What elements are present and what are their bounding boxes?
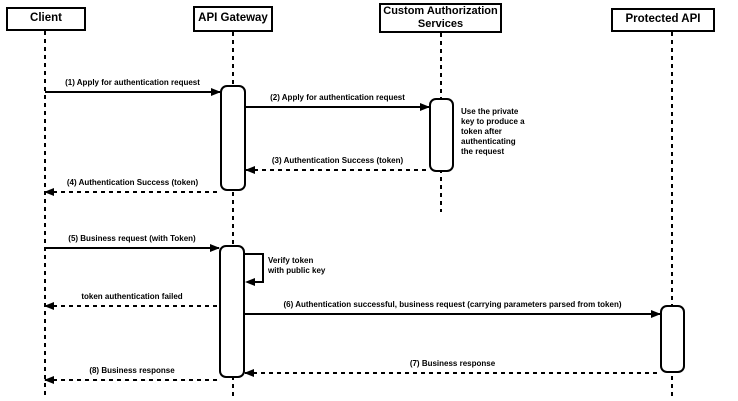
lifeline-api-gateway (232, 32, 234, 398)
message-token-auth-failed-label: token authentication failed (81, 292, 183, 301)
participant-protected-api: Protected API (611, 8, 715, 32)
message-2-line (246, 106, 429, 108)
message-5-label: (5) Business request (with Token) (68, 234, 196, 243)
participant-custom-authorization-services-label: Custom Authorization Services (383, 4, 498, 30)
message-8-business-response: (8) Business response (44, 366, 219, 384)
message-2-apply-authentication: (2) Apply for authentication request (246, 93, 430, 111)
message-token-auth-failed: token authentication failed (44, 292, 219, 310)
message-6-label: (6) Authentication successful, business … (283, 300, 622, 309)
arrowhead-icon (651, 310, 661, 318)
message-1-line (45, 91, 220, 93)
participant-custom-authorization-services: Custom Authorization Services (379, 3, 502, 33)
message-token-auth-failed-line (45, 305, 219, 307)
message-2-label: (2) Apply for authentication request (270, 93, 405, 102)
lifeline-protected-api (671, 32, 673, 396)
participant-client-label: Client (30, 12, 62, 25)
note-private-key: Use the private key to produce a token a… (461, 107, 525, 156)
arrowhead-icon (244, 369, 254, 377)
message-3-auth-success-token: (3) Authentication Success (token) (245, 156, 429, 174)
message-8-line (45, 379, 219, 381)
message-3-line (246, 169, 429, 171)
self-message-line (245, 253, 264, 255)
participant-api-gateway-label: API Gateway (198, 12, 268, 25)
message-6-auth-successful-business-request: (6) Authentication successful, business … (245, 300, 661, 318)
participant-api-gateway: API Gateway (193, 6, 273, 32)
message-1-apply-authentication: (1) Apply for authentication request (45, 78, 221, 96)
message-6-line (245, 313, 660, 315)
self-message-label: Verify token with public key (268, 256, 326, 275)
message-7-label: (7) Business response (409, 359, 496, 368)
message-7-line (245, 372, 660, 374)
message-8-label: (8) Business response (89, 366, 175, 375)
self-message-line (262, 253, 264, 283)
message-1-label: (1) Apply for authentication request (65, 78, 200, 87)
activation-custom-authorization-services (429, 98, 454, 172)
message-7-business-response: (7) Business response (244, 359, 660, 377)
participant-client: Client (6, 7, 86, 31)
lifeline-client (44, 31, 46, 398)
arrowhead-icon (44, 376, 54, 384)
arrowhead-icon (44, 302, 54, 310)
arrowhead-icon (44, 188, 54, 196)
arrowhead-icon (211, 88, 221, 96)
arrowhead-icon (420, 103, 430, 111)
message-4-auth-success-token: (4) Authentication Success (token) (44, 178, 220, 196)
message-3-label: (3) Authentication Success (token) (271, 156, 404, 165)
activation-protected-api (660, 305, 685, 373)
arrowhead-icon (245, 278, 255, 286)
arrowhead-icon (210, 244, 220, 252)
activation-api-gateway-auth (220, 85, 246, 191)
participant-protected-api-label: Protected API (625, 13, 701, 26)
activation-api-gateway-business (219, 245, 245, 378)
message-5-line (45, 247, 219, 249)
self-message-verify-token: Verify token with public key (245, 253, 325, 286)
message-4-line (45, 191, 220, 193)
message-4-label: (4) Authentication Success (token) (66, 178, 199, 187)
message-5-business-request: (5) Business request (with Token) (45, 234, 220, 252)
self-message-line (254, 281, 264, 283)
arrowhead-icon (245, 166, 255, 174)
